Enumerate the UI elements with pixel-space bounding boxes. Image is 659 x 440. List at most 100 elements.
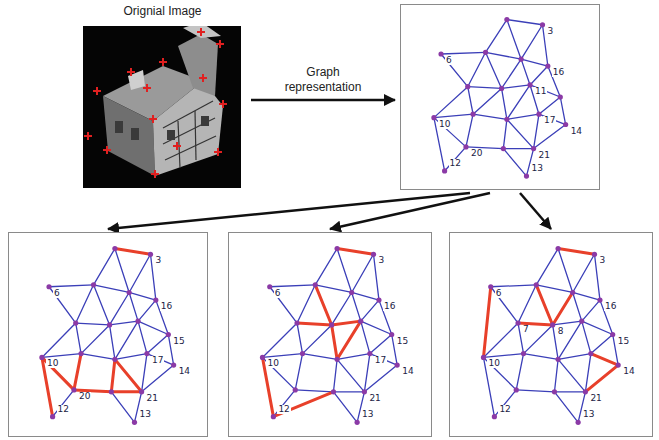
graph-edge	[111, 359, 115, 391]
graph-edge	[352, 292, 361, 321]
vertex-number: 13	[138, 410, 151, 419]
vertex-number: 8	[557, 327, 565, 336]
graph-vertex	[592, 252, 597, 257]
vertex-number: 13	[582, 410, 595, 419]
graph-vertex	[109, 389, 114, 394]
graph-edge	[553, 292, 573, 324]
graph-edge	[110, 321, 138, 325]
graph-edge	[129, 292, 138, 321]
graph-edge	[518, 285, 536, 323]
graph-edge	[315, 249, 337, 285]
graph-edge	[115, 321, 138, 359]
vertex-number: 3	[378, 256, 386, 265]
graph-edge	[332, 321, 361, 325]
graph-edge	[466, 114, 473, 147]
vertex-number: 7	[522, 325, 530, 334]
graph-edge	[486, 52, 522, 59]
graph-edge	[434, 87, 468, 118]
graph-edge	[434, 114, 473, 117]
graph-drawing	[9, 233, 207, 436]
graph-edge	[273, 390, 295, 417]
graph-vertex	[91, 282, 96, 287]
graph-edge	[129, 292, 156, 300]
vertex-number: 17	[543, 116, 556, 125]
graph-edge	[558, 354, 591, 360]
graph-edge	[352, 254, 374, 292]
graph-edge	[337, 354, 370, 360]
graph-edge	[539, 114, 566, 124]
graph-edge	[591, 354, 618, 365]
graph-edge	[507, 114, 539, 119]
graph-vertex	[570, 290, 575, 295]
graph-vertex	[362, 389, 367, 394]
graph-vertex	[545, 63, 550, 68]
graph-edge	[503, 149, 526, 177]
graph-vertex	[521, 351, 526, 356]
arrow-connector	[108, 193, 470, 229]
graph-edge	[76, 323, 110, 325]
graph-edge	[536, 285, 552, 325]
graph-edge	[534, 125, 566, 149]
graph-edge	[361, 321, 370, 353]
graph-vertex	[531, 146, 536, 151]
graph-edge	[138, 300, 156, 321]
graph-edge	[129, 254, 150, 292]
graph-edge	[445, 147, 466, 171]
graph-vertex	[71, 387, 76, 392]
graph-vertex	[46, 284, 51, 289]
graph-edge	[315, 285, 331, 325]
graph-vertex	[597, 298, 602, 303]
vertex-number: 14	[570, 127, 583, 136]
graph-edge	[536, 285, 552, 325]
graph-edge	[337, 321, 361, 359]
graph-vertex	[260, 355, 265, 360]
graph-edge	[49, 285, 94, 287]
graph-vertex	[470, 112, 475, 117]
graph-edge	[94, 249, 115, 285]
graph-edge	[111, 390, 141, 393]
graph-edge	[554, 392, 578, 423]
graph-vertex	[148, 252, 153, 257]
graph-vertex	[300, 351, 305, 356]
house-photo	[83, 26, 241, 188]
vertex-number: 13	[361, 410, 374, 419]
graph-vertex	[465, 84, 470, 89]
graph-edge	[591, 335, 613, 354]
graph-edge	[582, 321, 591, 353]
graph-vertex	[331, 389, 336, 394]
graph-vertex	[515, 320, 520, 325]
graph-edge	[503, 148, 533, 149]
graph-edge	[591, 354, 618, 365]
graph-vertex	[534, 282, 539, 287]
graph-vertex	[107, 322, 112, 327]
graph-edge	[558, 249, 594, 255]
graph-edge	[315, 285, 331, 325]
graph-edge	[337, 249, 373, 255]
vertex-number: 6	[445, 56, 453, 65]
graph-edge	[554, 359, 558, 391]
vertex-number: 15	[617, 337, 630, 346]
graph-vertex	[139, 389, 144, 394]
graph-vertex	[294, 320, 299, 325]
graph-edge	[42, 354, 81, 358]
graph-edge	[81, 325, 109, 354]
graph-vertex	[556, 246, 561, 251]
graph-edge	[337, 321, 361, 359]
graph-panel: 361012131415161721	[228, 232, 432, 437]
graph-drawing	[450, 233, 652, 436]
graph-edge	[147, 354, 174, 365]
vertex-number: 6	[274, 289, 282, 298]
vertex-number: 6	[495, 289, 503, 298]
graph-vertex	[395, 362, 400, 367]
vertex-number: 20	[78, 392, 91, 401]
graph-vertex	[132, 420, 137, 425]
arrow-connector	[520, 193, 551, 229]
vertex-number: 10	[46, 359, 59, 368]
vertex-number: 10	[487, 359, 500, 368]
graph-vertex	[540, 22, 545, 27]
vertex-number: 10	[266, 359, 279, 368]
graph-edge	[503, 119, 507, 148]
graph-edge	[297, 285, 315, 323]
graph-vertex	[271, 414, 276, 419]
image-box: Orignial Image	[80, 4, 245, 190]
